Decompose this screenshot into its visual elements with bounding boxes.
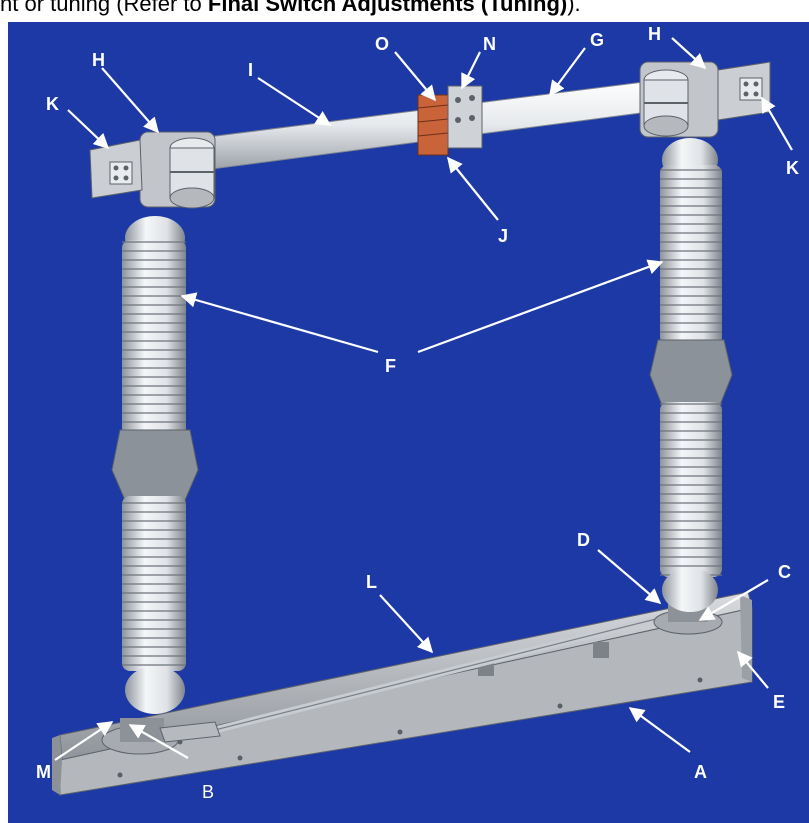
caption-tail: ). [567,0,581,16]
right-insulator-stack [649,138,733,612]
arrow-h-right [671,37,707,70]
arrow-g [549,47,586,97]
label-b: B [202,782,214,802]
label-h-right: H [648,24,661,44]
label-o: O [375,34,389,54]
caption-bold-reference: Final Switch Adjustments (Tuning) [207,0,568,16]
label-f: F [385,356,396,376]
right-terminal-pad [717,61,771,121]
arrow-m [54,721,114,761]
beam-bracket [593,642,609,658]
label-i: I [248,60,253,80]
label-g: G [590,30,604,50]
arrow-j [447,156,499,221]
arrow-f-left [180,292,379,354]
arrow-k-right [761,96,793,151]
center-contact-assembly [417,85,483,156]
arrow-n [461,51,481,90]
arrow-d [597,549,662,605]
label-a: A [694,762,707,782]
caption-text: nt or tuning (Refer to Final Switch Adju… [0,0,809,22]
arrow-c [698,579,769,621]
left-terminal-pad [89,139,143,199]
switch-diagram: H K I O N G H K J F D C L E A M B [36,24,799,802]
arrow-a [628,707,691,753]
label-l: L [366,572,377,592]
label-k-right: K [786,158,799,178]
arrow-f-right [417,259,664,354]
callout-arrows [54,37,793,761]
arrow-k-left [67,109,110,150]
arrow-o [394,51,436,102]
left-insulator-stack [111,216,199,714]
diagram-panel: H K I O N G H K J F D C L E A M B [8,22,809,823]
base-channel-beam [52,591,753,796]
callout-labels: H K I O N G H K J F D C L E A M B [36,24,799,802]
arrow-l [379,594,434,654]
label-j: J [498,226,508,246]
interphase-rod-edge [194,617,661,736]
label-d: D [577,530,590,550]
left-hinge-head [139,131,216,209]
left-bearing-assembly [101,718,221,755]
arrow-i [257,77,332,126]
label-c: C [778,562,791,582]
arrow-e [737,650,769,689]
right-hinge-head [639,61,719,138]
label-k-left: K [46,94,59,114]
label-e: E [773,692,785,712]
arrow-b [128,724,189,759]
label-m: M [36,762,51,782]
caption-lead: nt or tuning (Refer to [0,0,208,16]
arrow-h-left [101,67,160,134]
label-h-left: H [92,50,105,70]
label-n: N [483,34,496,54]
